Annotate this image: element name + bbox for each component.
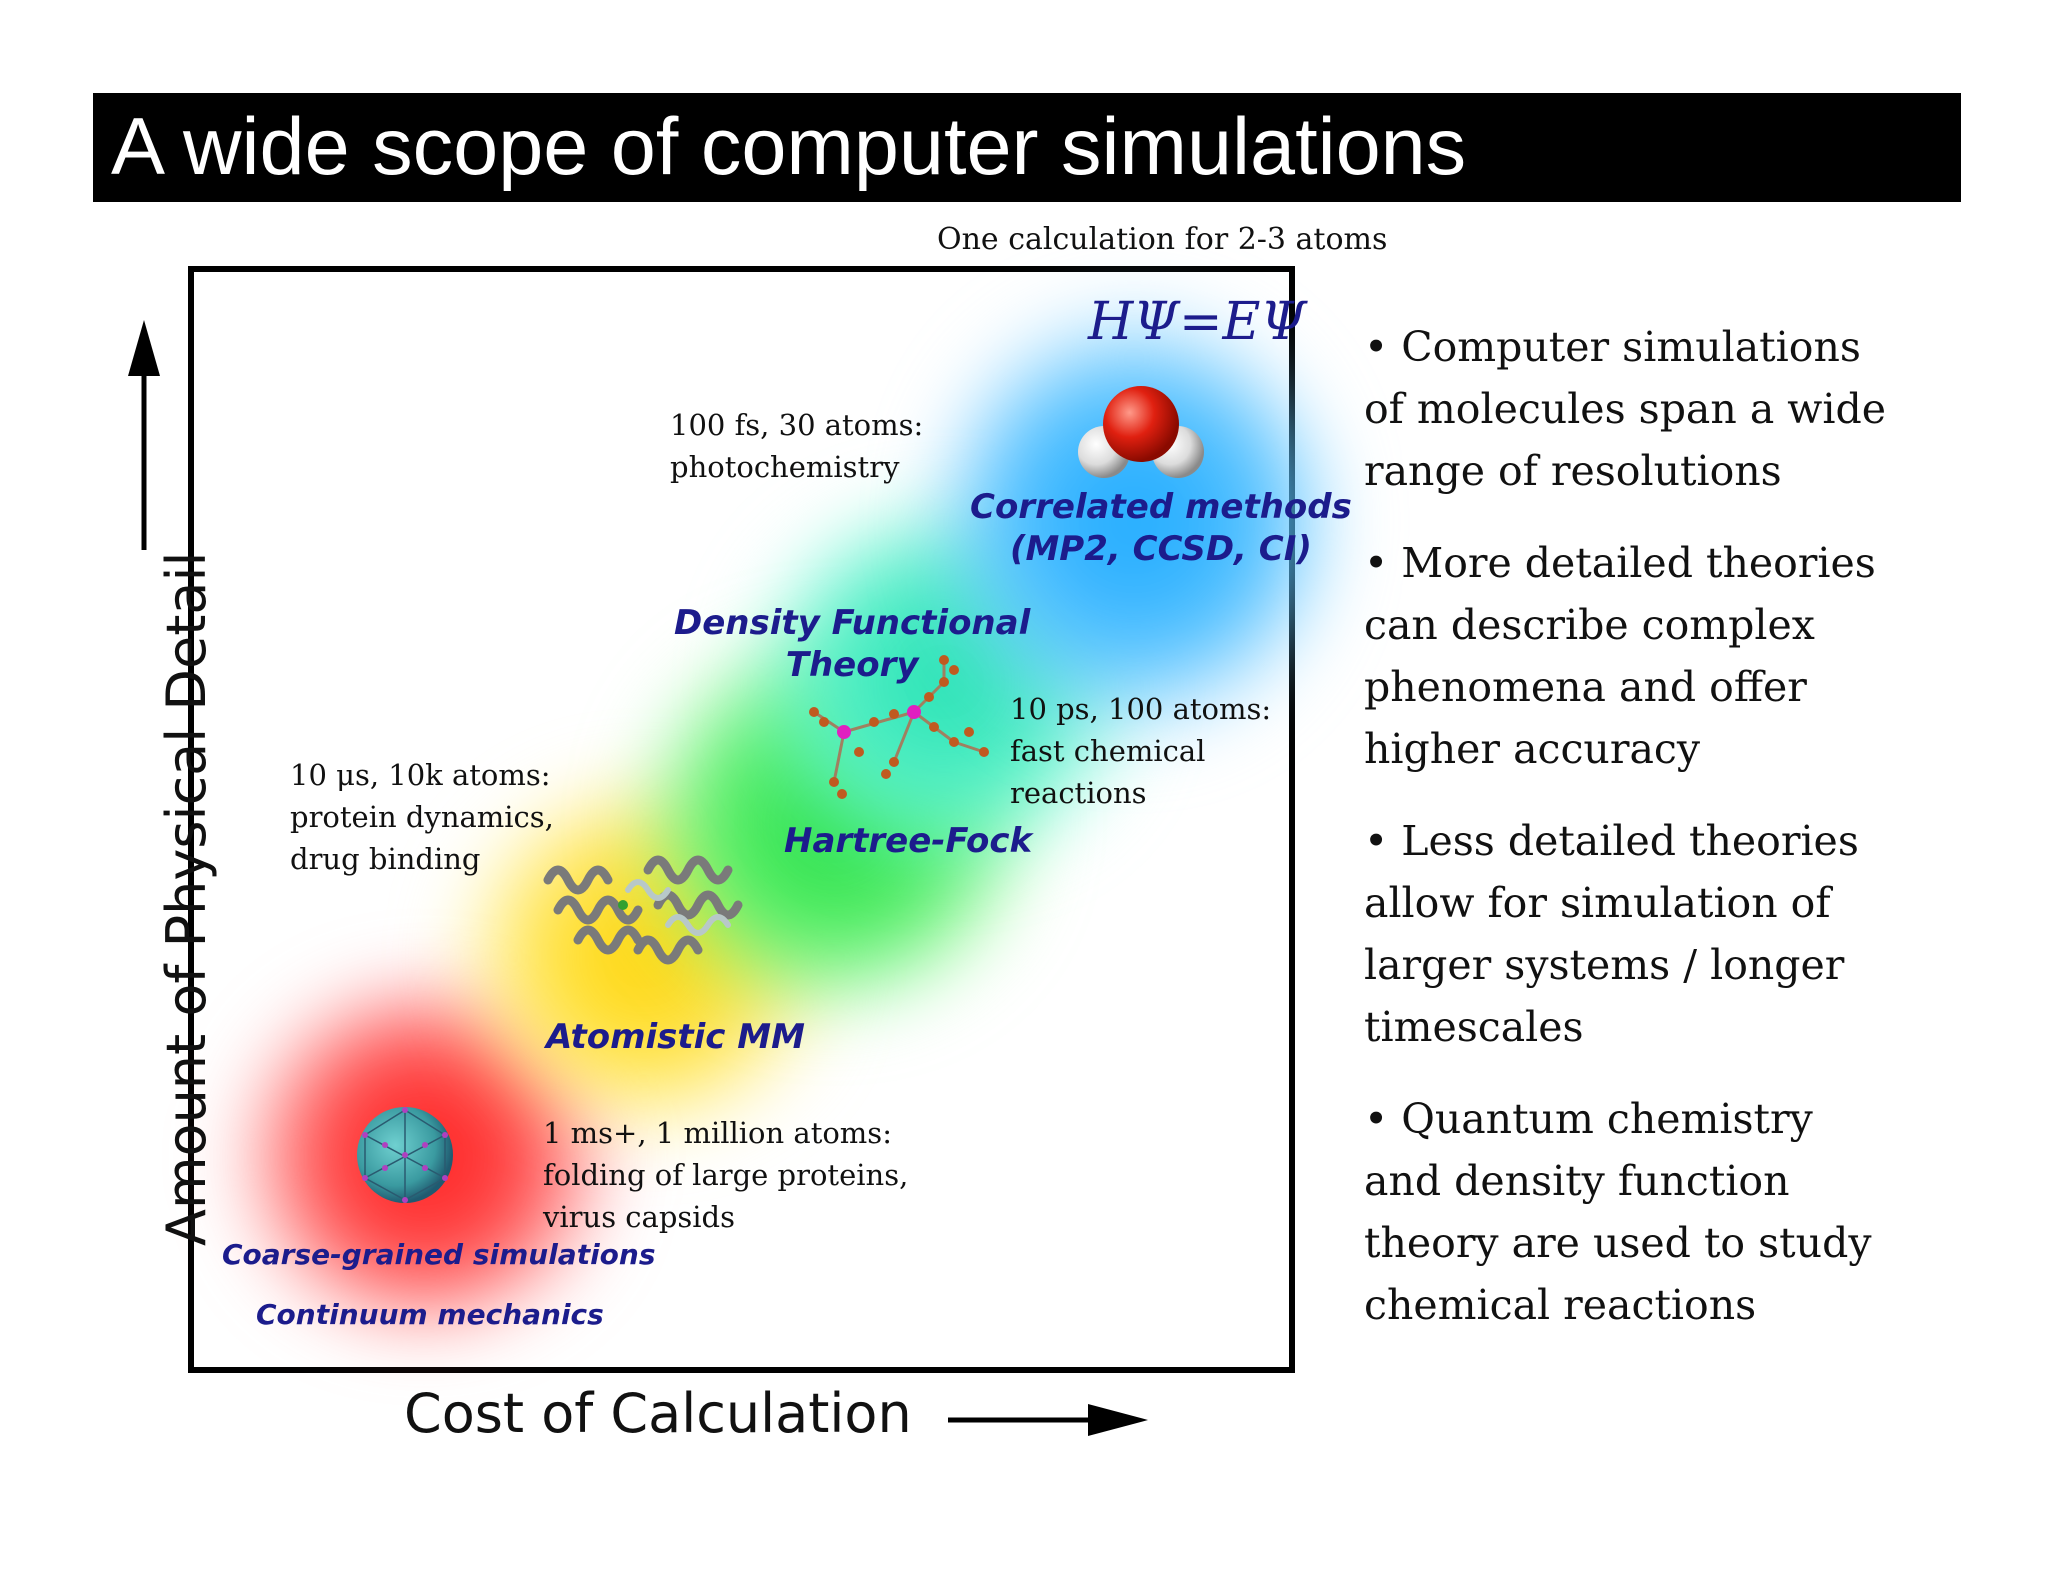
schrodinger-equation: HΨ=EΨ (1088, 292, 1307, 352)
slide-title: A wide scope of computer simulations (111, 102, 1467, 192)
dft-line: Theory (785, 645, 919, 685)
correlated-methods-label: Correlated methods (MP2, CCSD, CI) (970, 486, 1352, 570)
coarse-grained-label: Coarse-grained simulations (222, 1238, 656, 1271)
bullet-line: • Quantum chemistry (1364, 1095, 1813, 1143)
note-line: 1 ms+, 1 million atoms: (543, 1116, 892, 1150)
bullet-line: allow for simulation of (1364, 879, 1831, 927)
large-systems-note: 1 ms+, 1 million atoms: folding of large… (543, 1112, 908, 1238)
atomistic-mm-label: Atomistic MM (546, 1017, 805, 1057)
fast-reactions-note: 10 ps, 100 atoms: fast chemical reaction… (1010, 688, 1271, 814)
note-line: virus capsids (543, 1200, 735, 1234)
dft-line: Density Functional (674, 603, 1031, 643)
dft-label: Density Functional Theory (674, 602, 1030, 686)
title-bar: A wide scope of computer simulations (93, 93, 1961, 202)
bullet-item: • Computer simulations of molecules span… (1364, 316, 2004, 502)
correlated-methods-line: (MP2, CCSD, CI) (1009, 529, 1312, 569)
bullet-line: and density function (1364, 1157, 1790, 1205)
y-axis-title: Amount of Physical Detail (155, 551, 218, 1247)
bullet-line: larger systems / longer (1364, 941, 1845, 989)
note-line: 10 μs, 10k atoms: (290, 758, 551, 792)
continuum-mechanics-label: Continuum mechanics (256, 1298, 604, 1331)
bullet-line: theory are used to study (1364, 1219, 1872, 1267)
bullet-line: chemical reactions (1364, 1281, 1757, 1329)
bullet-item: • More detailed theories can describe co… (1364, 532, 2004, 780)
note-line: 10 ps, 100 atoms: (1010, 692, 1272, 726)
top-note: One calculation for 2-3 atoms (937, 222, 1388, 257)
protein-structure-icon (543, 855, 743, 965)
note-line: photochemistry (670, 450, 900, 484)
y-axis-arrow (128, 320, 160, 550)
bullet-line: • Less detailed theories (1364, 817, 1859, 865)
hartree-fock-label: Hartree-Fock (784, 821, 1033, 861)
correlated-methods-line: Correlated methods (970, 487, 1352, 527)
bullet-line: of molecules span a wide (1364, 385, 1887, 433)
note-line: fast chemical (1010, 734, 1206, 768)
bullet-list: • Computer simulations of molecules span… (1364, 316, 2004, 1366)
resolution-diagram: HΨ=EΨ Correlated methods (MP2, CCSD, CI)… (188, 266, 1352, 1373)
water-molecule-icon (1078, 386, 1204, 478)
bullet-line: range of resolutions (1364, 447, 1782, 495)
virus-capsid-icon (357, 1107, 453, 1203)
bullet-item: • Quantum chemistry and density function… (1364, 1088, 2004, 1336)
note-line: folding of large proteins, (543, 1158, 909, 1192)
note-line: protein dynamics, (290, 800, 554, 834)
note-line: drug binding (290, 842, 481, 876)
x-axis-arrow (948, 1404, 1148, 1436)
correlated-region (944, 312, 1324, 732)
bullet-line: • More detailed theories (1364, 539, 1876, 587)
bullet-line: timescales (1364, 1003, 1584, 1051)
bullet-item: • Less detailed theories allow for simul… (1364, 810, 2004, 1058)
molecular-complex-icon (809, 655, 989, 799)
photochem-note: 100 fs, 30 atoms: photochemistry (670, 404, 923, 488)
bullet-line: can describe complex (1364, 601, 1815, 649)
bullet-line: • Computer simulations (1364, 323, 1861, 371)
bullet-line: phenomena and offer (1364, 663, 1807, 711)
note-line: 100 fs, 30 atoms: (670, 408, 924, 442)
bullet-line: higher accuracy (1364, 725, 1701, 773)
note-line: reactions (1010, 776, 1147, 810)
protein-note: 10 μs, 10k atoms: protein dynamics, drug… (290, 754, 554, 880)
x-axis-title: Cost of Calculation (404, 1382, 912, 1445)
